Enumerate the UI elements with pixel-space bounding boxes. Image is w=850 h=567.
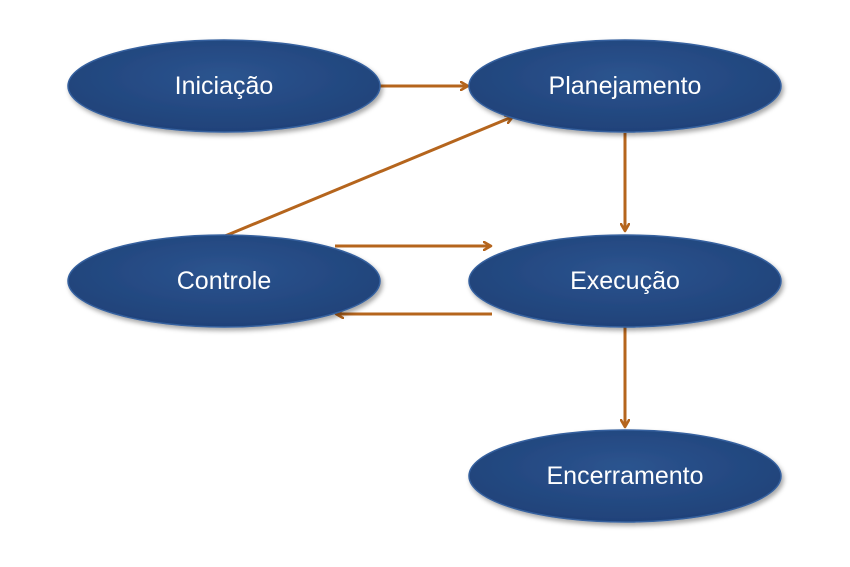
node-planejamento-shape [468,39,782,133]
node-controle-label: Controle [177,267,272,295]
node-encerramento-label: Encerramento [546,462,703,490]
edges [224,86,625,426]
node-planejamento-label: Planejamento [549,72,702,100]
node-iniciacao-shape [67,39,381,133]
arrow-controle-to-planejamento [224,117,512,238]
node-execucao: Execução [468,234,782,328]
node-execucao-shape [468,234,782,328]
node-planejamento: Planejamento [468,39,782,133]
node-encerramento: Encerramento [468,429,782,523]
node-controle: Controle [67,234,381,328]
node-encerramento-shape [468,429,782,523]
node-iniciacao: Iniciação [67,39,381,133]
node-iniciacao-label: Iniciação [175,72,274,100]
node-execucao-label: Execução [570,267,680,295]
node-controle-shape [67,234,381,328]
